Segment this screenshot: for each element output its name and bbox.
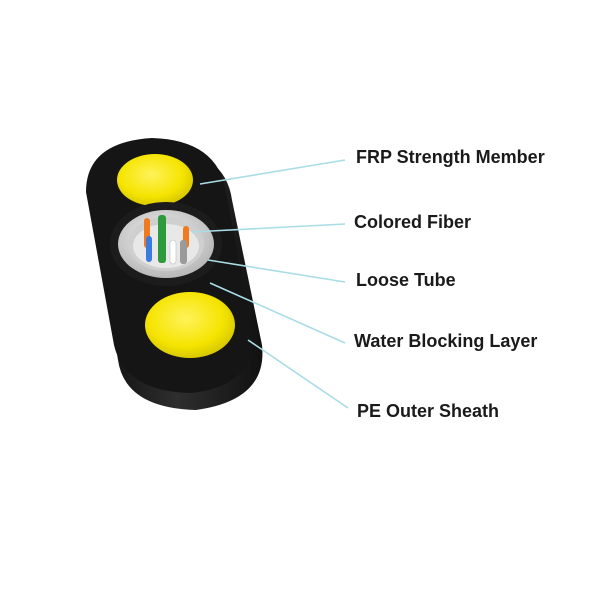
label-pe-outer-sheath: PE Outer Sheath <box>357 401 500 421</box>
colored-fibers <box>144 215 189 265</box>
leader-line-tube <box>207 259 346 283</box>
label-water-blocking-layer: Water Blocking Layer <box>354 331 538 351</box>
fiber-gray <box>180 240 187 264</box>
fiber-green <box>158 215 166 263</box>
label-colored-fiber: Colored Fiber <box>354 212 472 232</box>
leader-line-frp <box>199 159 346 185</box>
fiber-blue <box>146 236 152 262</box>
leader-line-sheath <box>247 339 349 409</box>
leader-line-fiber <box>191 223 346 233</box>
label-frp-strength-member: FRP Strength Member <box>356 147 545 167</box>
leader-line-water <box>209 282 346 344</box>
leader-lines <box>191 159 349 409</box>
fiber-white <box>169 239 177 265</box>
frp-strength-member-top <box>117 154 193 206</box>
loose-tube-assembly <box>110 202 222 286</box>
frp-strength-member-bottom <box>145 292 235 358</box>
label-loose-tube: Loose Tube <box>356 270 456 290</box>
